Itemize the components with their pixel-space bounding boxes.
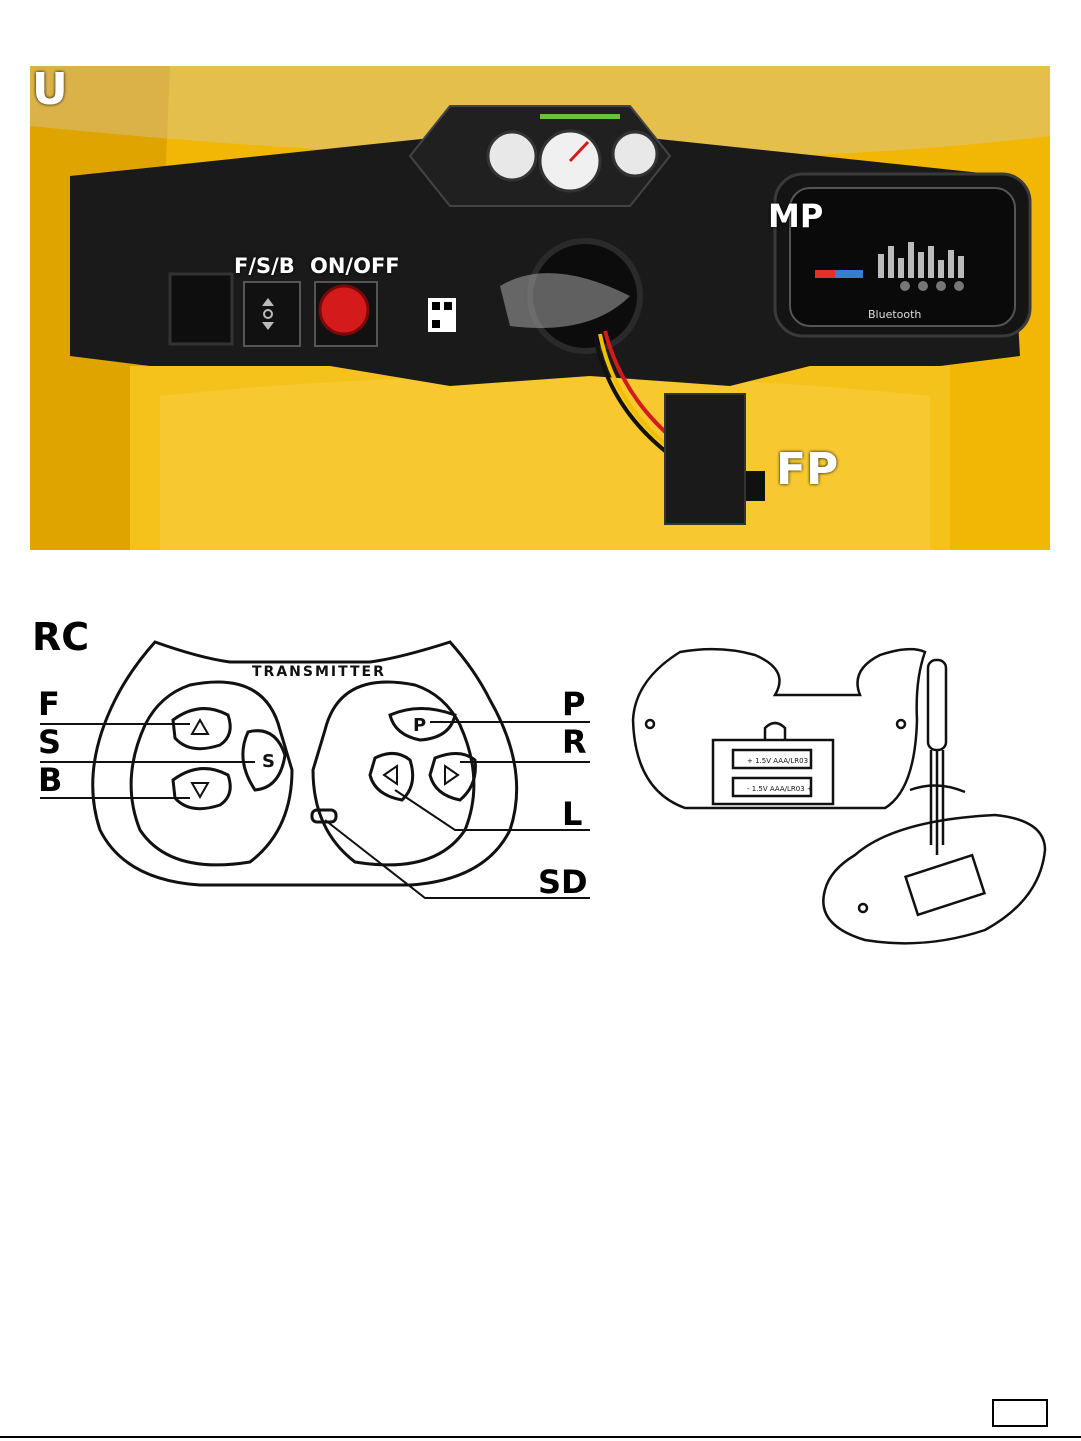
transmitter-text: TRANSMITTER [252,664,386,680]
button-s-glyph: S [262,751,275,772]
label-mp: MP [768,200,823,232]
page-number-box [992,1399,1048,1427]
battery-installation-diagram: + 1.5V AAA/LR03 - - 1.5V AAA/LR03 + [625,640,1055,960]
callout-p: P [562,688,585,720]
button-p-glyph: P [413,715,426,736]
callout-b: B [38,764,62,796]
callout-s: S [38,726,61,758]
battery-cell-top-text: + 1.5V AAA/LR03 - [747,757,813,765]
callout-f: F [38,688,60,720]
battery-cell-bottom-text: - 1.5V AAA/LR03 + [747,785,813,793]
label-fp: FP [776,448,838,492]
footer-rule [0,1436,1081,1438]
callout-sd: SD [538,866,588,898]
bluetooth-text: Bluetooth [868,308,921,321]
callout-l: L [562,798,582,830]
label-fsb: F/S/B [234,256,295,277]
label-on-off: ON/OFF [310,256,400,277]
callout-r: R [562,726,587,758]
dashboard-illustration: Bluetooth [30,66,1050,550]
car-dashboard-photo: Bluetooth U F/S/B ON/OFF MP FP [30,66,1050,550]
remote-control-diagram: S P TRANSMITTER [30,630,600,910]
section-label-u: U [32,68,68,112]
